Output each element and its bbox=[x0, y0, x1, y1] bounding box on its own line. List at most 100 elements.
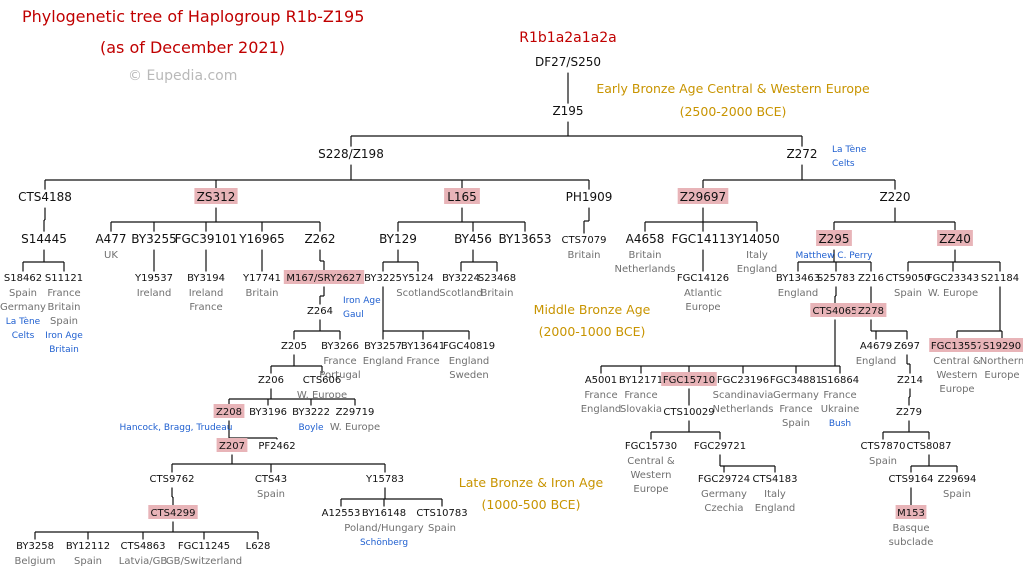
node-label: BY16148 bbox=[362, 508, 406, 519]
node-z264: Z264 bbox=[307, 306, 333, 317]
node-label: Z29697 bbox=[680, 190, 726, 204]
node-s25783: S25783 bbox=[817, 273, 855, 284]
node-label: FGC23343 bbox=[927, 273, 979, 284]
region-label: Sweden bbox=[449, 370, 489, 381]
node-label: CTS606 bbox=[303, 375, 342, 386]
node-label: Z205 bbox=[281, 341, 307, 352]
node-label: BY3196 bbox=[249, 407, 287, 418]
region-label: Scotland bbox=[439, 288, 482, 299]
node-label: PH1909 bbox=[566, 190, 613, 204]
node-label: BY456 bbox=[454, 232, 492, 246]
region-label: Western bbox=[630, 470, 671, 481]
node-label: CTS10029 bbox=[663, 407, 714, 418]
m167-culture: Iron Age bbox=[343, 296, 381, 306]
era-middle-bronze-name: Middle Bronze Age bbox=[533, 302, 651, 317]
node-cts4299: CTS4299 bbox=[148, 505, 198, 519]
node-label: BY12112 bbox=[66, 541, 110, 552]
node-label: Z262 bbox=[304, 232, 335, 246]
node-y16965: Y16965 bbox=[238, 232, 285, 246]
region-label: France bbox=[47, 288, 80, 299]
region-label: Northern bbox=[980, 356, 1023, 367]
node-fgc15710: FGC15710 bbox=[661, 372, 717, 386]
node-label: Y16965 bbox=[238, 232, 285, 246]
highlight-box bbox=[810, 303, 860, 317]
diagram-title: Phylogenetic tree of Haplogroup R1b-Z195 bbox=[22, 7, 365, 26]
region-label: England bbox=[581, 404, 622, 415]
node-label: CTS9050 bbox=[886, 273, 931, 284]
region-label: Basque bbox=[892, 523, 929, 534]
culture-label: Boyle bbox=[298, 423, 324, 433]
node-label: BY13463 bbox=[776, 273, 820, 284]
region-label: W. Europe bbox=[297, 390, 347, 401]
region-label: W. Europe bbox=[928, 288, 978, 299]
culture-label: Schönberg bbox=[360, 538, 408, 548]
node-l165: L165 bbox=[444, 188, 480, 204]
node-label: BY3194 bbox=[187, 273, 225, 284]
highlight-box bbox=[855, 303, 887, 317]
node-fgc29721: FGC29721 bbox=[694, 441, 746, 452]
node-label: Y15783 bbox=[365, 474, 404, 485]
region-label: Poland/Hungary bbox=[344, 523, 424, 534]
node-label: ZZ40 bbox=[939, 232, 971, 246]
era-late-bronze-dates: (1000-500 BCE) bbox=[481, 497, 581, 512]
region-label: Scandinavia bbox=[713, 390, 774, 401]
node-label: FGC15730 bbox=[625, 441, 677, 452]
node-by3196: BY3196 bbox=[249, 407, 287, 418]
node-z214: Z214 bbox=[897, 375, 923, 386]
region-label: Central & bbox=[933, 356, 981, 367]
node-label: Z220 bbox=[879, 190, 910, 204]
node-s228: S228/Z198 bbox=[318, 147, 384, 161]
node-z272: Z272 bbox=[786, 147, 817, 161]
highlight-box bbox=[937, 230, 973, 246]
region-label: Spain bbox=[428, 523, 456, 534]
node-label: S18462 bbox=[4, 273, 42, 284]
node-z279: Z279 bbox=[896, 407, 922, 418]
node-label: Z195 bbox=[552, 104, 583, 118]
region-label: Belgium bbox=[15, 556, 56, 567]
node-label: A5001 bbox=[585, 375, 617, 386]
node-cts9762: CTS9762 bbox=[150, 474, 195, 485]
node-label: S25783 bbox=[817, 273, 855, 284]
node-label: Y5124 bbox=[401, 273, 434, 284]
highlight-box bbox=[148, 505, 198, 519]
region-label: Europe bbox=[984, 370, 1019, 381]
region-label: Spain bbox=[869, 456, 897, 467]
region-label: Atlantic bbox=[684, 288, 722, 299]
node-label: L165 bbox=[447, 190, 477, 204]
region-label: Europe bbox=[939, 384, 974, 395]
culture-label: Iron Age bbox=[45, 331, 83, 341]
region-label: W. Europe bbox=[330, 422, 380, 433]
region-label: Britain bbox=[48, 302, 81, 313]
highlight-box bbox=[194, 188, 238, 204]
node-label: Y14050 bbox=[733, 232, 780, 246]
node-label: CTS4299 bbox=[151, 508, 196, 519]
region-label: Ireland bbox=[137, 288, 172, 299]
node-label: FGC14113 bbox=[672, 232, 735, 246]
node-label: BY3266 bbox=[321, 341, 359, 352]
node-label: FGC23196 bbox=[717, 375, 769, 386]
node-label: ZS312 bbox=[197, 190, 236, 204]
node-z262: Z262 bbox=[304, 232, 335, 246]
highlight-box bbox=[283, 270, 365, 284]
region-label: Britain bbox=[246, 288, 279, 299]
